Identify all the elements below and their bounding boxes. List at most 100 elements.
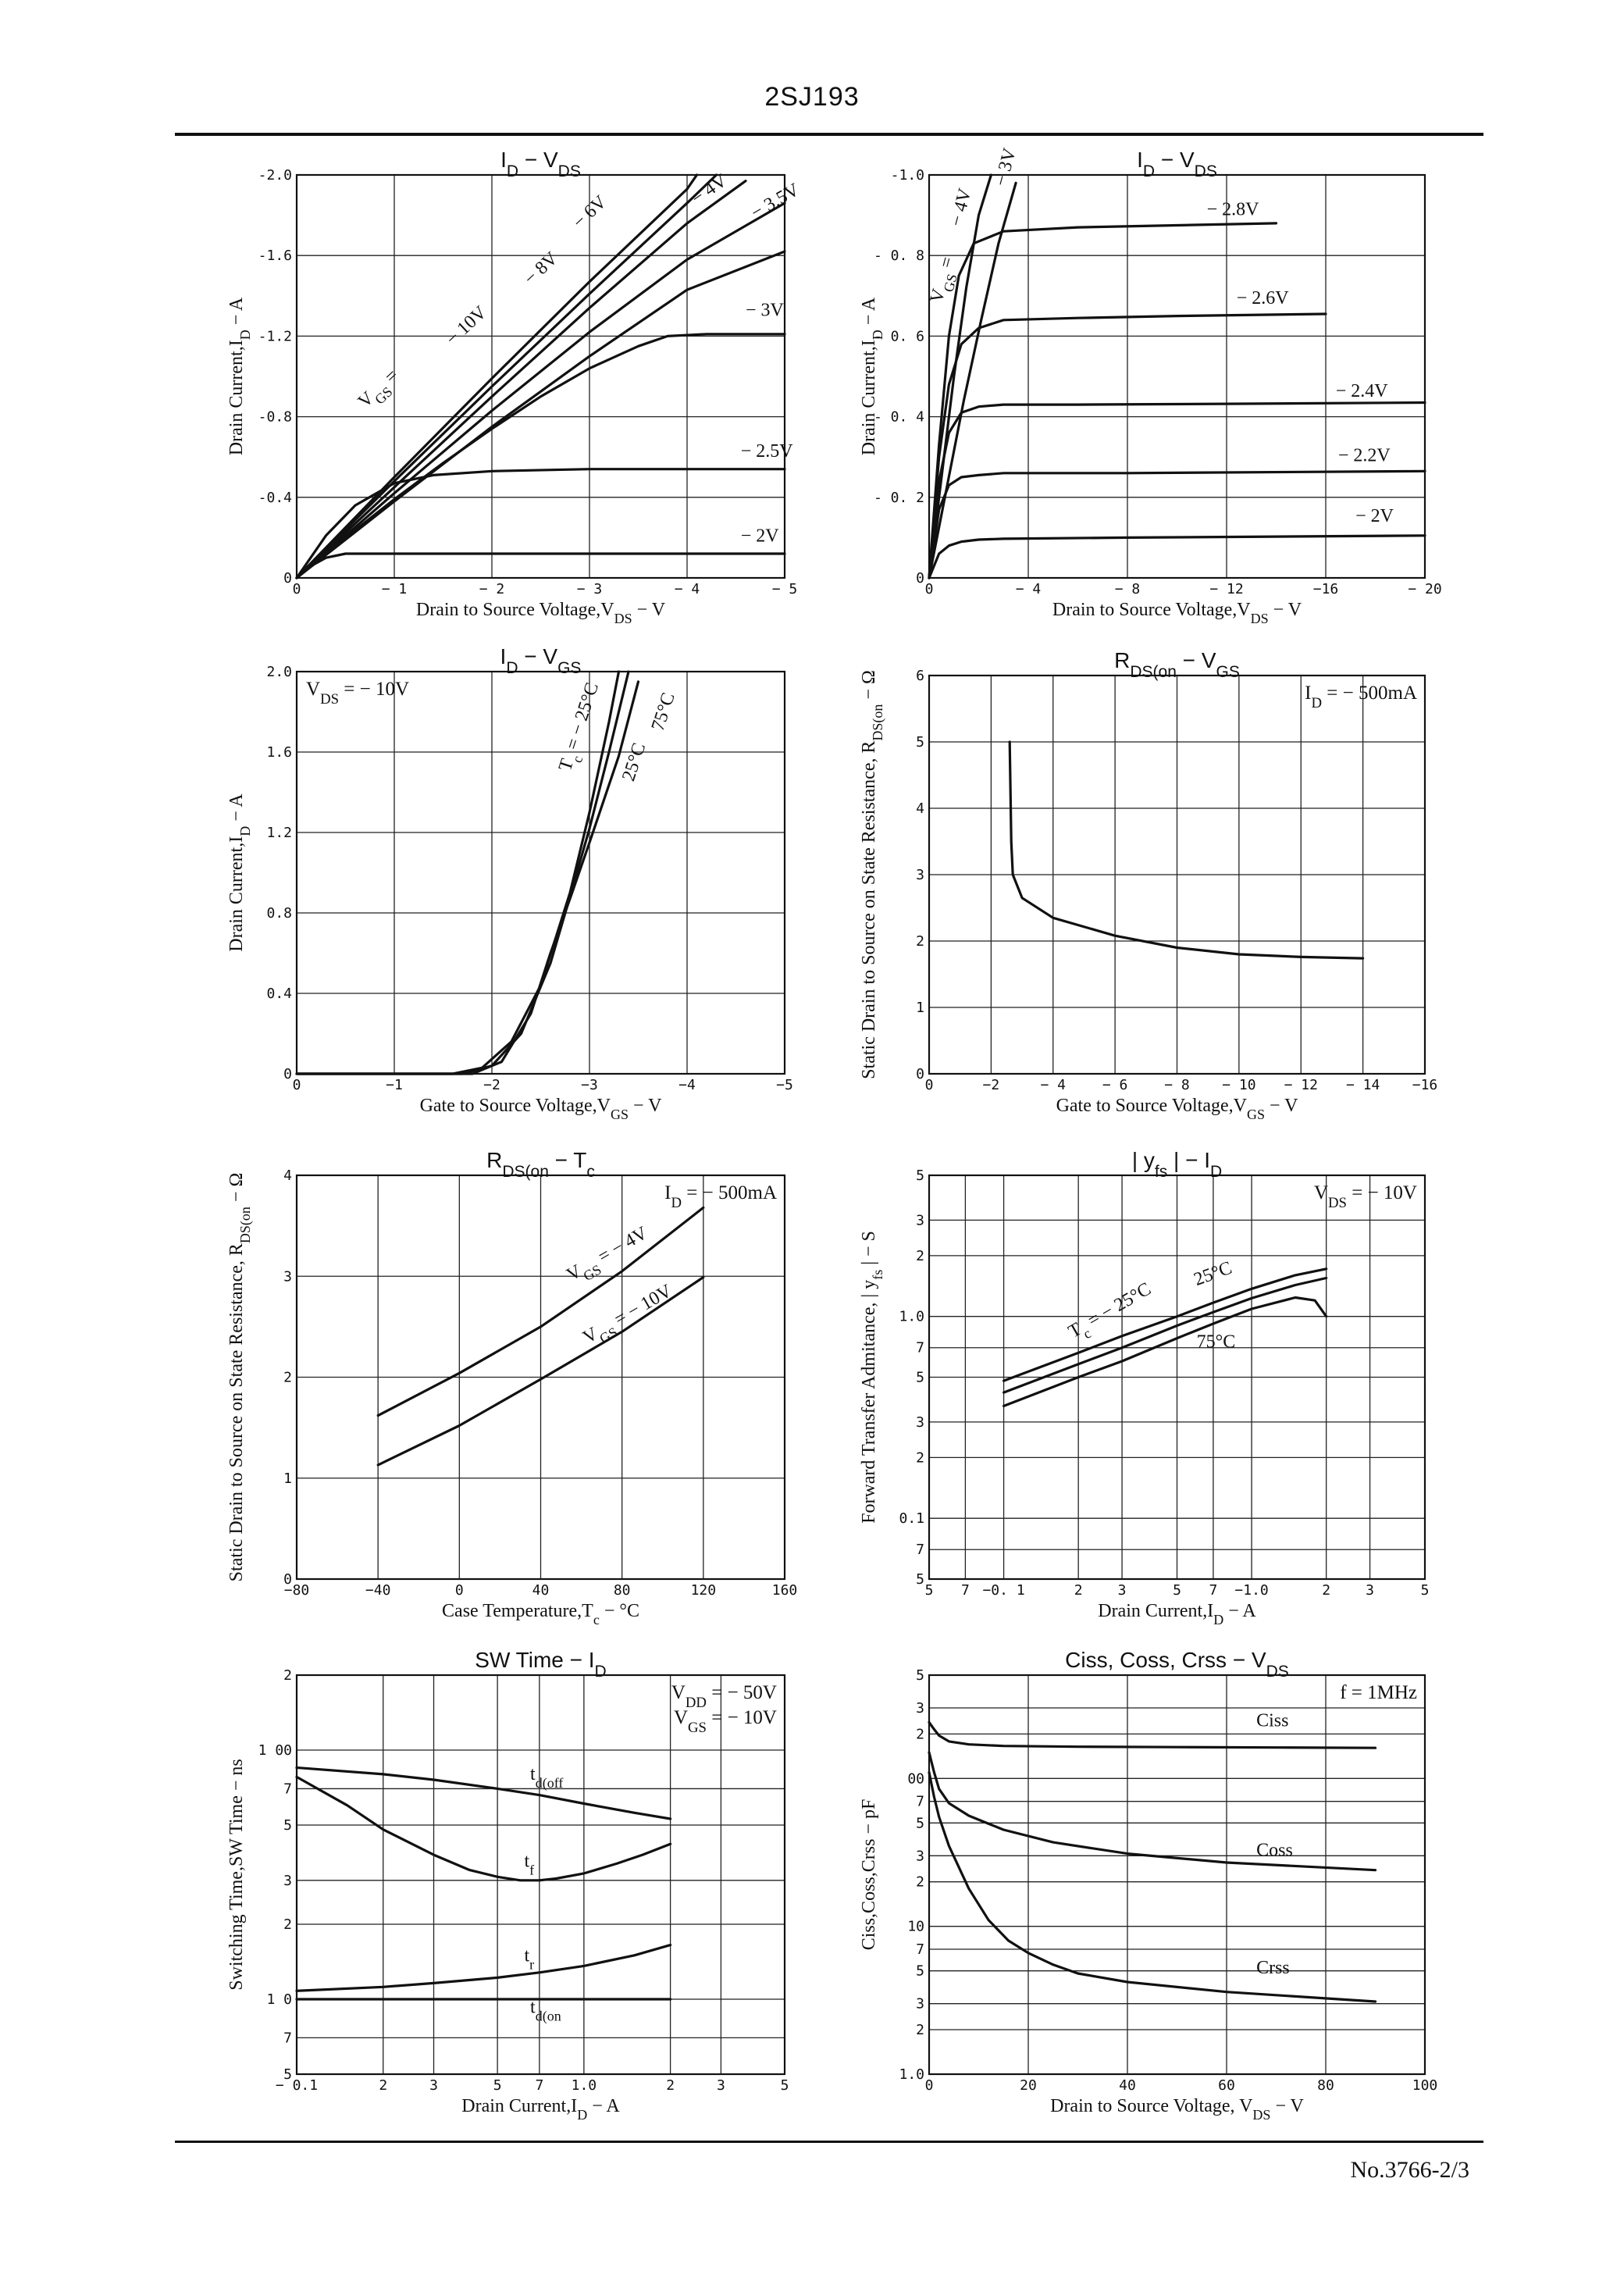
grid	[928, 1674, 1426, 2075]
x-tick-label: 3	[429, 2077, 438, 2094]
y-tick-label: 2	[916, 1248, 924, 1264]
series-label: Tc = − 25°C	[1065, 1279, 1158, 1348]
series-line	[376, 1206, 705, 1417]
series-line	[295, 173, 699, 579]
x-tick-label: 7	[1209, 1582, 1217, 1599]
chart-id-vds-low: 0− 1− 2− 3− 4− 50-0.4-0.8-1.2-1.6-2.0ID …	[226, 148, 803, 626]
y-tick-label: 4	[283, 1168, 292, 1184]
series-line	[928, 1751, 1377, 1872]
x-tick-label: − 1	[382, 581, 408, 597]
x-tick-label: − 20	[1408, 581, 1441, 597]
plot-frame	[928, 674, 1426, 1075]
footer-rule	[175, 2141, 1483, 2143]
series-label: VGS = − 10V	[579, 1281, 678, 1353]
x-tick-label: 0	[293, 1077, 301, 1093]
chart-title: | yfs | − ID	[1132, 1148, 1222, 1181]
y-tick-label: 2	[283, 1667, 292, 1684]
y-tick-label: 5	[916, 1370, 924, 1386]
chart-title: RDS(on − VGS	[1114, 648, 1240, 681]
series-label: − 2V	[741, 526, 780, 547]
y-tick-label: 1 00	[258, 1742, 292, 1759]
x-tick-label: − 5	[772, 581, 798, 597]
y-tick-label: 0	[283, 570, 292, 586]
condition-note: ID = − 500mA	[1305, 683, 1417, 711]
series-line	[928, 401, 1426, 579]
x-tick-label: − 8	[1164, 1077, 1190, 1093]
x-tick-label: 100	[1412, 2077, 1438, 2094]
x-tick-label: 5	[1173, 1582, 1181, 1599]
x-axis-label: Drain to Source Voltage,VDS − V	[1052, 600, 1302, 626]
x-tick-label: 60	[1218, 2077, 1235, 2094]
y-tick-label: 5	[283, 1817, 292, 1834]
x-tick-label: 3	[1118, 1582, 1127, 1599]
series-label: td(on	[530, 1998, 561, 2025]
x-tick-label: −80	[284, 1582, 310, 1599]
x-tick-label: 20	[1020, 2077, 1037, 2094]
y-tick-label: 0	[916, 1066, 924, 1082]
series-label: td(off	[530, 1764, 563, 1791]
plot-frame	[295, 1674, 786, 2076]
y-tick-label: 0.1	[899, 1510, 924, 1527]
y-tick-label: 2	[916, 933, 924, 950]
y-tick-label: 3	[916, 1700, 924, 1717]
condition-note: VDS = − 10V	[1314, 1182, 1417, 1211]
y-tick-label: 2.0	[266, 664, 292, 680]
y-tick-label: 2	[283, 1370, 292, 1386]
y-tick-label: 2	[916, 1449, 924, 1466]
series-label: − 3.5V	[748, 180, 803, 223]
condition-note: VGS =	[354, 365, 407, 417]
x-tick-label: −1.0	[1234, 1582, 1268, 1599]
series-line	[295, 552, 786, 579]
x-tick-label: 0	[925, 1077, 934, 1093]
grid	[928, 174, 1426, 579]
series-label: Ciss	[1256, 1711, 1288, 1731]
plot-frame	[295, 173, 786, 579]
series-line	[295, 201, 786, 579]
y-tick-label: 2	[916, 1726, 924, 1742]
y-tick-label: -1.6	[258, 248, 292, 264]
x-tick-label: 5	[493, 2077, 502, 2094]
y-tick-label: 7	[916, 1794, 924, 1810]
y-tick-label: -1.0	[891, 167, 924, 184]
x-tick-label: − 0.1	[276, 2077, 318, 2094]
y-tick-label: 0	[283, 1571, 292, 1588]
plot-frame	[928, 1674, 1426, 2076]
y-tick-label: 1	[283, 1471, 292, 1487]
y-tick-label: 5	[916, 734, 924, 750]
y-tick-label: 3	[916, 1848, 924, 1864]
y-tick-label: 6	[916, 668, 924, 684]
series-line	[928, 181, 1017, 579]
series-line	[295, 670, 630, 1075]
x-tick-label: 2	[666, 2077, 675, 2094]
y-axis-label: Drain Current,ID − A	[226, 297, 253, 455]
y-tick-label: 7	[283, 2030, 292, 2046]
y-tick-label: 7	[283, 1781, 292, 1797]
chart-title: RDS(on − Tc	[486, 1148, 595, 1181]
y-tick-label: 0.8	[266, 905, 292, 922]
series-label: tr	[524, 1945, 534, 1972]
y-tick-label: 5	[916, 1168, 924, 1184]
y-tick-label: 2	[283, 1916, 292, 1933]
condition-note: VGS = − 10V	[674, 1707, 777, 1736]
x-tick-label: − 3	[577, 581, 603, 597]
y-axis-label: Switching Time,SW Time − ns	[226, 1759, 247, 1991]
y-tick-label: 5	[916, 1667, 924, 1684]
grid	[296, 1175, 785, 1580]
x-tick-label: 7	[961, 1582, 970, 1599]
x-tick-label: − 10	[1222, 1077, 1255, 1093]
x-tick-label: 5	[925, 1582, 934, 1599]
x-tick-label: 1.0	[572, 2077, 597, 2094]
y-tick-label: 5	[916, 1963, 924, 1980]
y-tick-label: 0	[916, 570, 924, 586]
y-tick-label: -0.8	[258, 409, 292, 426]
x-tick-label: − 14	[1346, 1077, 1380, 1093]
x-tick-label: 2	[1322, 1582, 1330, 1599]
y-tick-label: 7	[916, 1340, 924, 1356]
y-tick-label: 4	[916, 800, 924, 817]
x-tick-label: − 4	[1016, 581, 1042, 597]
x-tick-label: −3	[581, 1077, 598, 1093]
plot-frame	[928, 173, 1426, 579]
y-tick-label: 2	[916, 1874, 924, 1891]
series-label: − 2.6V	[1237, 288, 1290, 308]
